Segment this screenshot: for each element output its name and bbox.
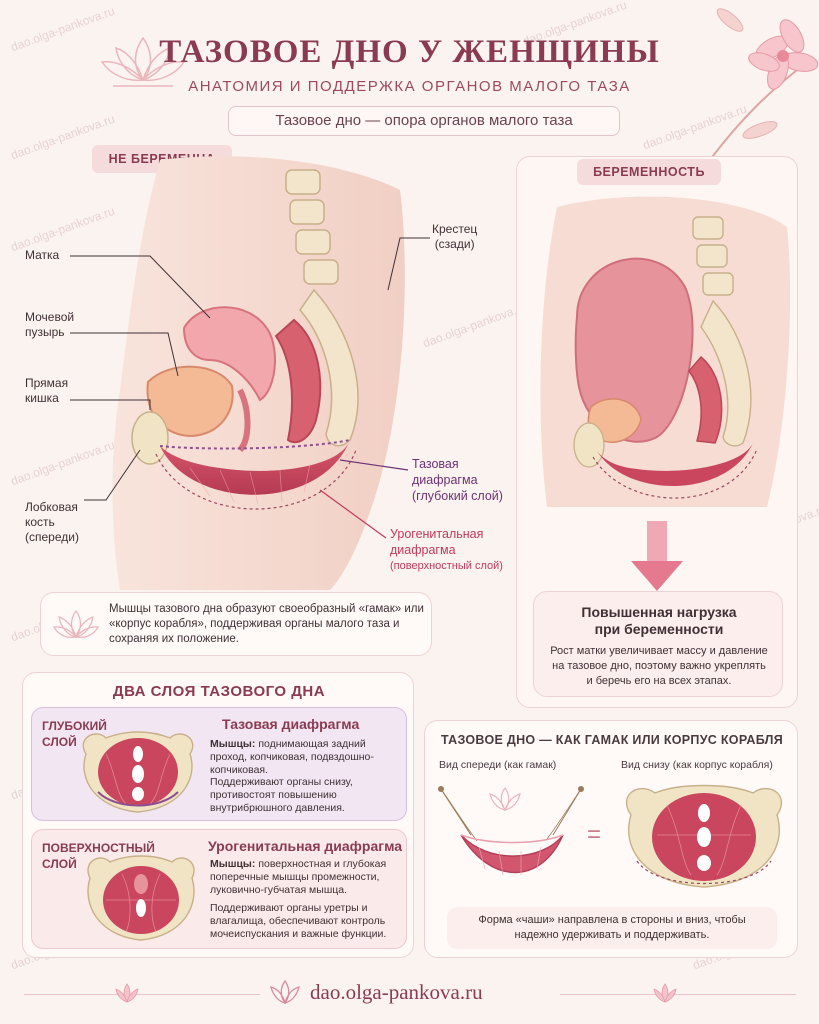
hammock-note-text: Мышцы тазового дна образуют своеобразный… [109,603,424,645]
pregnancy-illustration [540,196,791,507]
arrow-down-icon [631,521,683,591]
lotus-icon [100,36,186,87]
front-view-label: Вид спереди (как гамак) [439,759,557,771]
label-pd-line1: Тазовая [412,457,459,471]
lotus-icon [270,979,300,1005]
load-title-line1: Повышенная нагрузка [581,604,737,620]
label-rectum: Прямая кишка [25,376,68,406]
superficial-tag-line2: СЛОЙ [42,857,77,871]
superficial-layer-tag: ПОВЕРХНОСТНЫЙ СЛОЙ [42,840,155,872]
pelvis-top-view-illustration [82,731,194,813]
label-pubic-line2: кость [25,515,55,529]
deep-layer-text: Поддерживают органы снизу, противостоят … [210,776,353,814]
superficial-layer-text: Поддерживают органы уретры и влагалища, … [210,902,387,940]
bottom-view-label: Вид снизу (как корпус корабля) [621,759,773,771]
deep-tag-line1: ГЛУБОКИЙ [42,719,107,733]
label-rectum-line1: Прямая [25,376,69,390]
footer-divider-left [24,994,260,995]
flower-icon [709,8,819,161]
load-title-line2: при беременности [594,621,724,637]
hammock-note: Мышцы тазового дна образуют своеобразный… [40,592,432,656]
load-card-title: Повышенная нагрузка при беременности [534,604,784,638]
layers-heading: ДВА СЛОЯ ТАЗОВОГО ДНА [112,683,326,700]
deep-layer-muscles: Мышцы: поднимающая задний проход, копчик… [210,738,400,777]
lotus-icon [115,983,139,1003]
hammock-caption-box: Форма «чаши» направлена в стороны и вниз… [447,907,777,949]
pelvis-sagittal-illustration [112,156,405,590]
label-pubic-bone: Лобковая кость (спереди) [25,500,79,545]
footer-divider-right [560,994,796,995]
superficial-layer-title: Урогенитальная диафрагма [208,838,403,854]
deep-tag-line2: СЛОЙ [42,735,77,749]
superficial-layer-muscles: Мышцы: поверхностная и глубокая поперечн… [210,858,402,897]
label-ud-line3: (поверхностный слой) [390,560,503,572]
label-uterus: Матка [25,248,60,262]
label-ud-line1: Урогенитальная [390,527,484,541]
leader-lines [70,237,430,539]
pelvis-bottom-view-illustration [625,784,783,888]
hammock-heading: ТАЗОВОЕ ДНО — КАК ГАМАК ИЛИ КОРПУС КОРАБ… [440,733,784,747]
deep-layer-tag: ГЛУБОКИЙ СЛОЙ [42,718,107,750]
header-pill: Тазовое дно — опора органов малого таза [228,106,620,136]
superficial-muscles-label: Мышцы: [210,858,256,870]
urogenital-illustration [87,855,195,941]
load-card-text: Рост матки увеличивает массу и давление … [550,645,768,687]
pregnancy-panel: БЕРЕМЕННОСТЬ Повышенная нагрузка при бер… [516,156,798,708]
lotus-icon [53,609,99,639]
superficial-tag-line1: ПОВЕРХНОСТНЫЙ [42,841,155,855]
label-urogenital-diaphragm: Урогенитальная диафрагма (поверхностный … [390,526,503,574]
hammock-caption: Форма «чаши» направлена в стороны и вниз… [478,914,746,941]
label-pelvic-diaphragm: Тазовая диафрагма (глубокий слой) [412,456,503,504]
label-pd-line2: диафрагма [412,473,478,487]
footer-site[interactable]: dao.olga-pankova.ru [310,980,483,1004]
label-bladder-line1: Мочевой [25,310,75,324]
deep-muscles-label: Мышцы: [210,738,256,750]
label-pd-line3: (глубокий слой) [412,489,503,503]
label-sacrum-line2: (сзади) [434,237,475,251]
page-subtitle: АНАТОМИЯ И ПОДДЕРЖКА ОРГАНОВ МАЛОГО ТАЗА [188,78,631,95]
deep-muscles-text: поднимающая задний проход, копчиковая, п… [210,738,374,776]
label-pubic-line3: (спереди) [25,530,79,544]
superficial-muscles-text: поверхностная и глубокая поперечные мышц… [210,858,387,896]
hammock-illustration [438,786,584,876]
label-bladder-line2: пузырь [25,325,65,339]
deep-layer-title: Тазовая диафрагма [222,716,360,732]
load-card: Повышенная нагрузка при беременности Рос… [533,591,783,697]
label-sacrum: Крестец (сзади) [432,222,477,252]
label-ud-line2: диафрагма [390,543,456,557]
superficial-layer-card: ПОВЕРХНОСТНЫЙ СЛОЙ Урогенитальная диафра… [31,829,407,949]
section-label-pregnancy: БЕРЕМЕННОСТЬ [577,159,721,185]
layers-panel: ДВА СЛОЯ ТАЗОВОГО ДНА ГЛУБОКИЙ СЛОЙ Тазо… [22,672,414,958]
deep-layer-card: ГЛУБОКИЙ СЛОЙ Тазовая диафрагма Мышцы: п… [31,707,407,821]
label-sacrum-line1: Крестец [432,222,478,236]
label-pubic-line1: Лобковая [25,500,78,514]
page-title: ТАЗОВОЕ ДНО У ЖЕНЩИНЫ [159,34,660,70]
equals-sign: = [587,821,602,848]
hammock-panel: ТАЗОВОЕ ДНО — КАК ГАМАК ИЛИ КОРПУС КОРАБ… [424,720,798,958]
lotus-icon [489,786,521,812]
label-bladder: Мочевой пузырь [25,310,74,340]
lotus-icon [653,983,677,1003]
label-rectum-line2: кишка [25,391,59,405]
